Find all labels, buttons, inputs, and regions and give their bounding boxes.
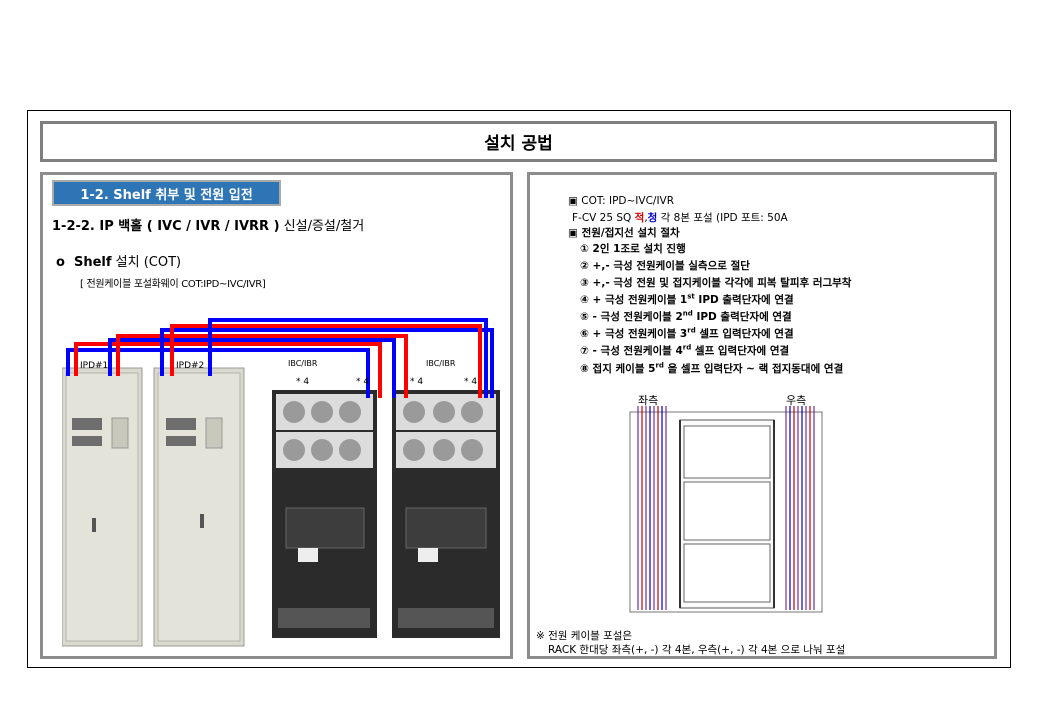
footnote-line-2: RACK 한대당 좌측(+, -) 각 4본, 우측(+, -) 각 4본 으로… — [548, 644, 846, 656]
red-cable-3 — [170, 324, 482, 398]
bullet-rest: 설치 (COT) — [111, 255, 182, 270]
step-3: ③ +,- 극성 전원 및 접지케이블 각각에 피복 탈피후 러그부착 — [580, 277, 852, 289]
rack-diagram — [629, 406, 823, 613]
label-ipd2: IPD#2 — [176, 361, 204, 371]
step-2: ② +,- 극성 전원케이블 실측으로 절단 — [580, 260, 750, 272]
label-ibc1: IBC/IBR — [288, 359, 318, 368]
step-5: ⑤ - 극성 전원케이블 2nd IPD 출력단자에 연결 — [580, 309, 792, 324]
cable-spec-pre: F-CV 25 SQ — [572, 212, 635, 224]
blue-cable-3 — [160, 328, 494, 398]
cable-spec-post: 각 8본 포설 (IPD 포트: 50A — [657, 212, 788, 224]
footnote-line-1: ※ 전원 케이블 포설은 — [536, 630, 633, 642]
subtitle-bold: 1-2-2. IP 백홀 ( IVC / IVR / IVRR ) — [52, 219, 280, 234]
shelf-bullet: o Shelf 설치 (COT) — [56, 251, 181, 270]
bullet-bold: Shelf — [74, 255, 112, 270]
blue-cable-1 — [66, 348, 370, 398]
blue-cable-2 — [108, 338, 396, 398]
blue-cable-4 — [208, 318, 488, 398]
mult-2: * 4 — [356, 377, 369, 387]
cable-comma: , — [644, 212, 648, 224]
label-ibc2: IBC/IBR — [426, 359, 456, 368]
left-panel — [40, 172, 513, 659]
bullet-marker: o — [56, 255, 65, 270]
page-title: 설치 공법 — [40, 121, 997, 162]
equipment-photo: IPD#1 IPD#2 IBC/IBR IBC/IBR * 4 * 4 * 4 … — [62, 318, 500, 647]
cot-line: ▣ COT: IPD~IVC/IVR — [568, 195, 675, 207]
cable-note: [ 전원케이블 포설화웨이 COT:IPD~IVC/IVR] — [80, 279, 266, 290]
step-6: ⑥ + 극성 전원케이블 3rd 셀프 입력단자에 연결 — [580, 326, 794, 341]
cable-spec: F-CV 25 SQ 적,청 각 8본 포설 (IPD 포트: 50A — [572, 210, 788, 225]
red-cable-2 — [116, 334, 408, 398]
mult-3: * 4 — [410, 377, 423, 387]
rack-right-label: 우측 — [786, 394, 807, 407]
mult-1: * 4 — [296, 377, 309, 387]
rack-left-label: 좌측 — [638, 394, 659, 407]
right-panel — [527, 172, 997, 659]
label-ipd1: IPD#1 — [80, 361, 108, 371]
step-7: ⑦ - 극성 전원케이블 4rd 셀프 입력단자에 연결 — [580, 343, 790, 358]
procedure-title: ▣ 전원/접지선 설치 절차 — [568, 227, 680, 239]
cable-blue-label: 청 — [647, 212, 658, 224]
subtitle: 1-2-2. IP 백홀 ( IVC / IVR / IVRR ) 신설/증설/… — [52, 215, 364, 234]
mult-4: * 4 — [464, 377, 477, 387]
section-tag: 1-2. Shelf 취부 및 전원 입전 — [52, 180, 281, 206]
red-cable-1 — [74, 342, 382, 398]
step-4: ④ + 극성 전원케이블 1st IPD 출력단자에 연결 — [580, 292, 794, 307]
slide-frame — [27, 110, 1011, 668]
step-8: ⑧ 접지 케이블 5rd 을 셀프 입력단자 ~ 랙 접지동대에 연결 — [580, 361, 844, 376]
cable-red-label: 적 — [634, 212, 645, 224]
step-1: ① 2인 1조로 설치 진행 — [580, 243, 686, 255]
subtitle-rest: 신설/증설/철거 — [279, 219, 365, 234]
